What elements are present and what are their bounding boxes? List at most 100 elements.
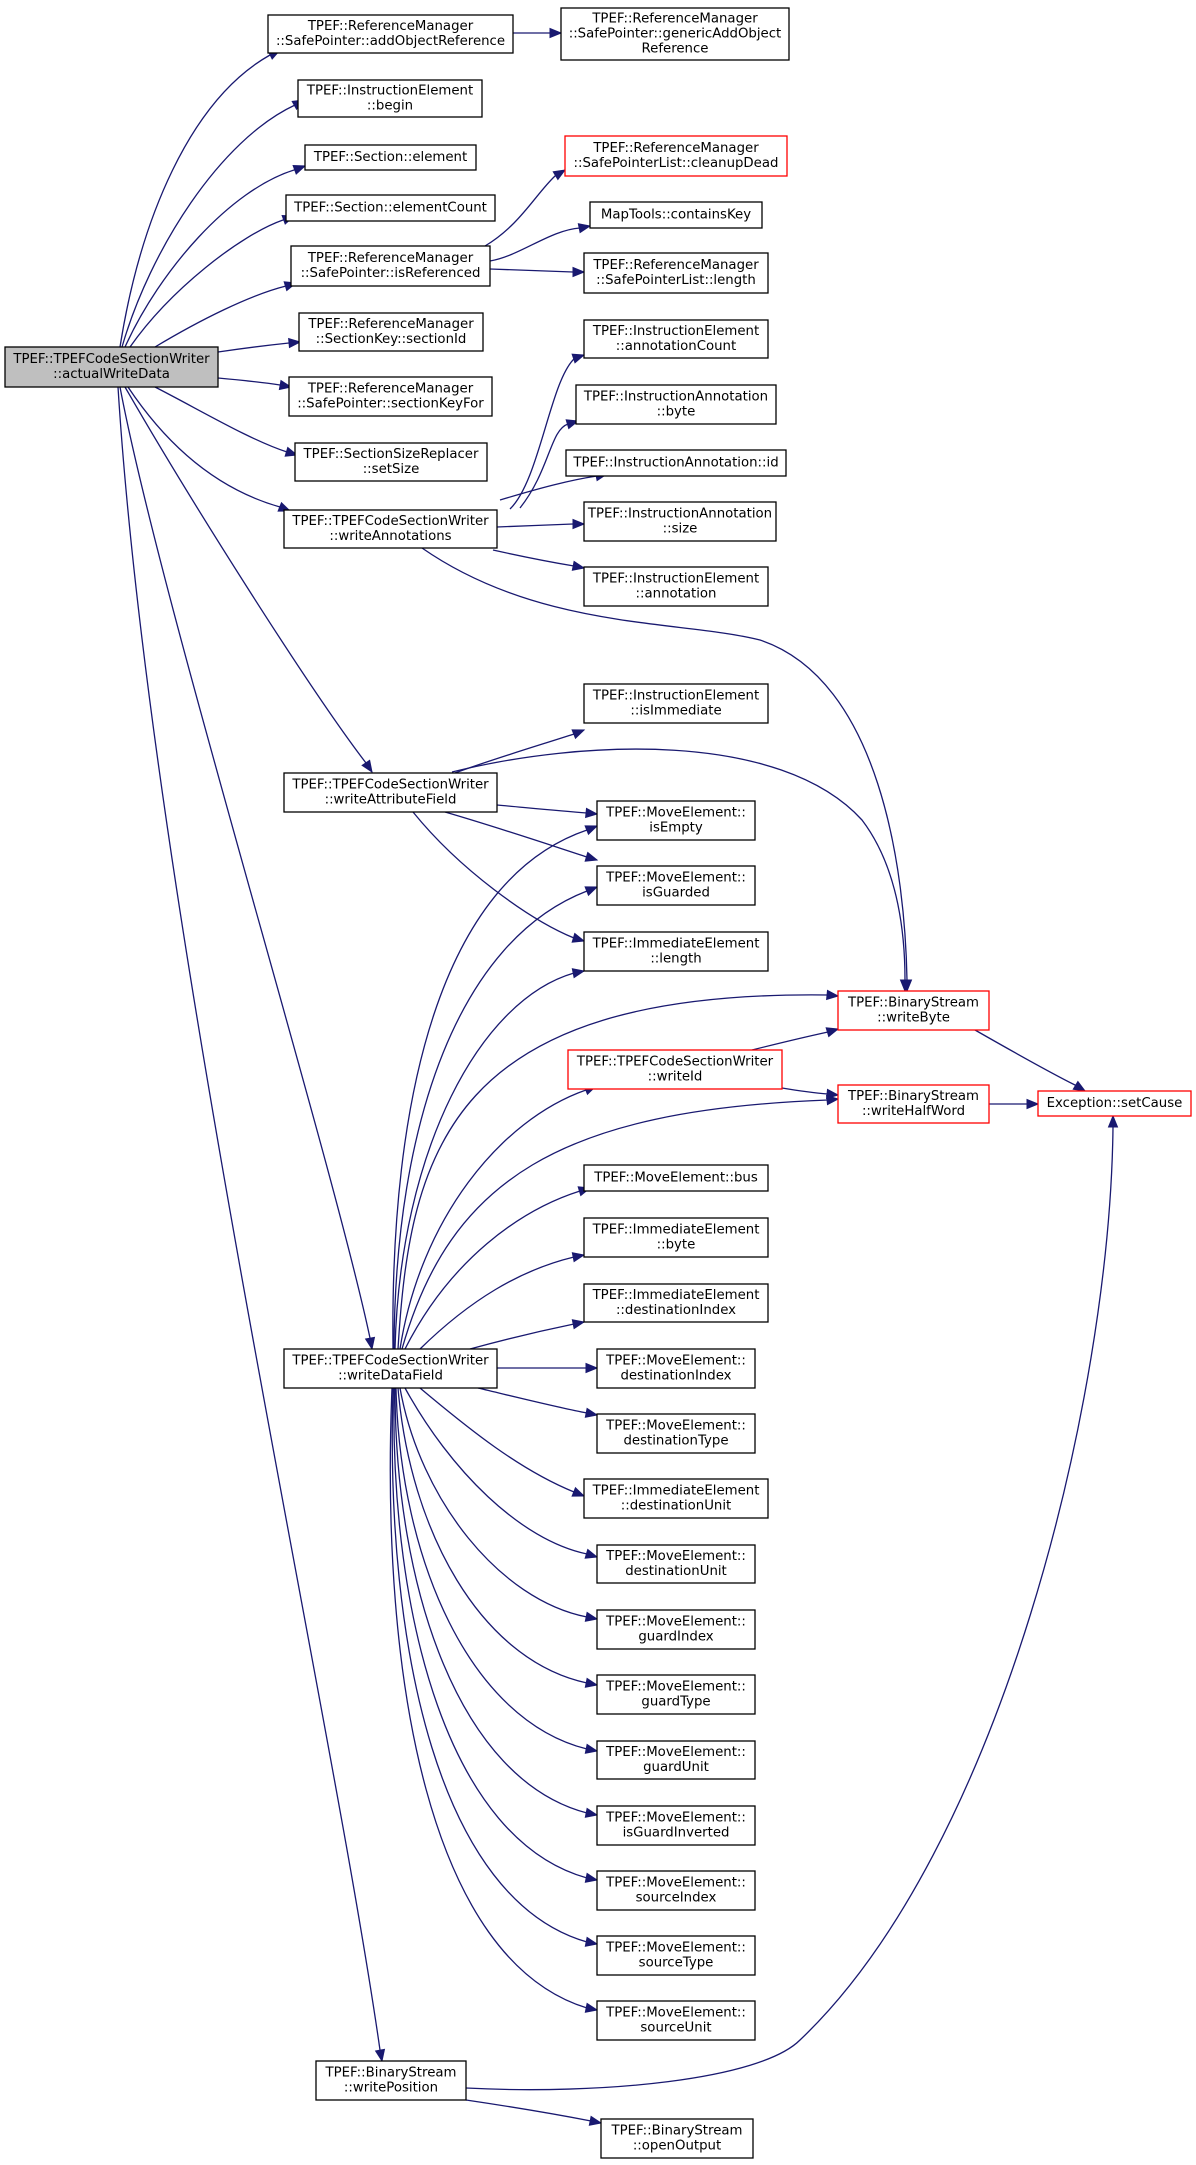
node-label-line: TPEF::MoveElement:: (605, 871, 746, 886)
edge-n31-n39 (394, 1387, 599, 1818)
function-node[interactable]: TPEF::BinaryStream::writePosition (315, 2060, 467, 2101)
function-node[interactable]: TPEF::InstructionElement::begin (297, 79, 483, 118)
node-label-line: ::annotationCount (616, 339, 736, 354)
edge-n13-n18 (492, 549, 586, 571)
function-node[interactable]: TPEF::InstructionAnnotation::id (565, 449, 787, 477)
function-node[interactable]: TPEF::MoveElement::sourceType (596, 1935, 756, 1976)
function-node[interactable]: TPEF::Section::elementCount (285, 194, 496, 222)
function-node[interactable]: TPEF::TPEFCodeSectionWriter::writeAnnota… (283, 509, 498, 549)
function-node[interactable]: MapTools::containsKey (589, 201, 763, 229)
node-label-line: guardType (641, 1695, 710, 1710)
function-node[interactable]: TPEF::TPEFCodeSectionWriter::writeId (567, 1049, 783, 1090)
function-node[interactable]: TPEF::ImmediateElement::destinationUnit (583, 1478, 769, 1519)
node-box (315, 2060, 467, 2101)
function-node[interactable]: TPEF::ReferenceManager::SafePointer::gen… (560, 7, 790, 61)
edge-n31-n38 (395, 1387, 599, 1754)
function-node[interactable]: TPEF::MoveElement::destinationType (596, 1413, 756, 1454)
function-node[interactable]: TPEF::MoveElement::destinationIndex (596, 1348, 756, 1389)
node-label-line: TPEF::InstructionAnnotation (583, 390, 768, 405)
function-node[interactable]: TPEF::TPEFCodeSectionWriter::writeAttrib… (283, 772, 498, 813)
edge-n0-n13 (127, 386, 292, 512)
arrowhead-icon (584, 1807, 599, 1818)
function-node[interactable]: TPEF::InstructionElement::annotation (583, 566, 769, 607)
node-label-line: TPEF::ImmediateElement (592, 1288, 760, 1303)
node-box (596, 1544, 756, 1584)
arrowhead-icon (292, 165, 307, 175)
node-label-line: TPEF::ImmediateElement (592, 1484, 760, 1499)
function-node[interactable]: TPEF::BinaryStream::writeByte (837, 990, 990, 1031)
function-node[interactable]: TPEF::MoveElement::guardType (596, 1674, 756, 1715)
node-label-line: TPEF::BinaryStream (847, 1089, 979, 1104)
arrowhead-icon (584, 2002, 599, 2013)
function-node[interactable]: TPEF::ReferenceManager::SafePointer::isR… (290, 245, 491, 287)
function-node[interactable]: TPEF::TPEFCodeSectionWriter::writeDataFi… (283, 1348, 498, 1389)
node-label-line: TPEF::MoveElement:: (605, 1680, 746, 1695)
function-node[interactable]: TPEF::MoveElement::sourceIndex (596, 1870, 756, 1911)
node-box (596, 1805, 756, 1846)
function-node[interactable]: TPEF::ReferenceManager::SafePointerList:… (583, 252, 769, 294)
function-node[interactable]: TPEF::MoveElement::isGuardInverted (596, 1805, 756, 1846)
function-node[interactable]: TPEF::InstructionAnnotation::byte (575, 384, 777, 425)
node-label-line: ::writeAnnotations (329, 529, 451, 544)
node-box (297, 79, 483, 118)
edge-n31-n37 (397, 1387, 599, 1688)
node-label-line: TPEF::ReferenceManager (307, 19, 474, 34)
function-node[interactable]: TPEF::InstructionElement::isImmediate (583, 683, 769, 724)
function-node[interactable]: TPEF::MoveElement::isGuarded (596, 865, 756, 906)
edge-n0-n6 (154, 281, 298, 348)
node-label-line: ::writeByte (877, 1011, 950, 1026)
function-node[interactable]: TPEF::MoveElement::destinationUnit (596, 1544, 756, 1584)
root-node[interactable]: TPEF::TPEFCodeSectionWriter::actualWrite… (4, 346, 219, 388)
node-box (596, 865, 756, 906)
function-node[interactable]: TPEF::SectionSizeReplacer::setSize (294, 442, 488, 482)
node-box (837, 990, 990, 1031)
node-label-line: TPEF::BinaryStream (611, 2124, 743, 2139)
function-node[interactable]: TPEF::Section::element (304, 144, 477, 171)
edge-line (499, 473, 608, 501)
node-label-line: ::byte (657, 1238, 696, 1253)
nodes-layer: TPEF::TPEFCodeSectionWriter::actualWrite… (4, 7, 1192, 2159)
function-node[interactable]: TPEF::MoveElement::guardIndex (596, 1609, 756, 1650)
function-node[interactable]: TPEF::MoveElement::bus (583, 1164, 769, 1192)
edge-line (465, 2099, 602, 2124)
function-node[interactable]: TPEF::ImmediateElement::length (583, 931, 769, 972)
edge-n31-n28 (404, 1186, 592, 1350)
function-node[interactable]: Exception::setCause (1037, 1090, 1192, 1117)
edge-line (154, 282, 297, 348)
arrowhead-icon (584, 1548, 599, 1559)
function-node[interactable]: TPEF::MoveElement::sourceUnit (596, 2000, 756, 2041)
edge-n20-n24 (451, 748, 911, 993)
arrowhead-icon (364, 1336, 376, 1351)
node-label-line: ::SectionKey::sectionId (316, 332, 467, 347)
node-box (267, 14, 514, 54)
edge-line (496, 523, 584, 528)
function-node[interactable]: TPEF::MoveElement::guardUnit (596, 1740, 756, 1780)
arrowhead-icon (374, 2048, 386, 2063)
node-label-line: guardIndex (638, 1630, 713, 1645)
edge-n26-n27 (989, 1098, 1040, 1110)
function-node[interactable]: TPEF::BinaryStream::openOutput (600, 2118, 754, 2159)
node-box (583, 931, 769, 972)
node-label-line: ::annotation (636, 587, 717, 602)
edge-line (484, 169, 566, 247)
function-node[interactable]: TPEF::InstructionAnnotation::size (583, 501, 777, 542)
function-node[interactable]: TPEF::ReferenceManager::SafePointer::sec… (288, 376, 493, 417)
function-node[interactable]: TPEF::ImmediateElement::destinationIndex (583, 1283, 769, 1323)
node-label-line: TPEF::InstructionElement (592, 572, 759, 587)
edge-line (124, 386, 373, 773)
function-node[interactable]: TPEF::InstructionElement::annotationCoun… (583, 319, 769, 359)
edge-n1-n2 (513, 27, 563, 39)
function-node[interactable]: TPEF::ReferenceManager::SafePointer::add… (267, 14, 514, 54)
function-node[interactable]: TPEF::ReferenceManager::SectionKey::sect… (298, 312, 484, 352)
node-label-line: TPEF::MoveElement:: (605, 2006, 746, 2021)
arrowhead-icon (577, 223, 592, 234)
function-node[interactable]: TPEF::MoveElement::isEmpty (596, 800, 756, 841)
node-box (4, 346, 219, 388)
node-label-line: ::writePosition (344, 2081, 438, 2096)
node-box (583, 1164, 769, 1192)
arrowhead-icon (899, 979, 911, 993)
function-node[interactable]: TPEF::BinaryStream::writeHalfWord (837, 1084, 990, 1124)
function-node[interactable]: TPEF::ReferenceManager::SafePointerList:… (564, 135, 788, 177)
node-box (583, 252, 769, 294)
function-node[interactable]: TPEF::ImmediateElement::byte (583, 1217, 769, 1258)
